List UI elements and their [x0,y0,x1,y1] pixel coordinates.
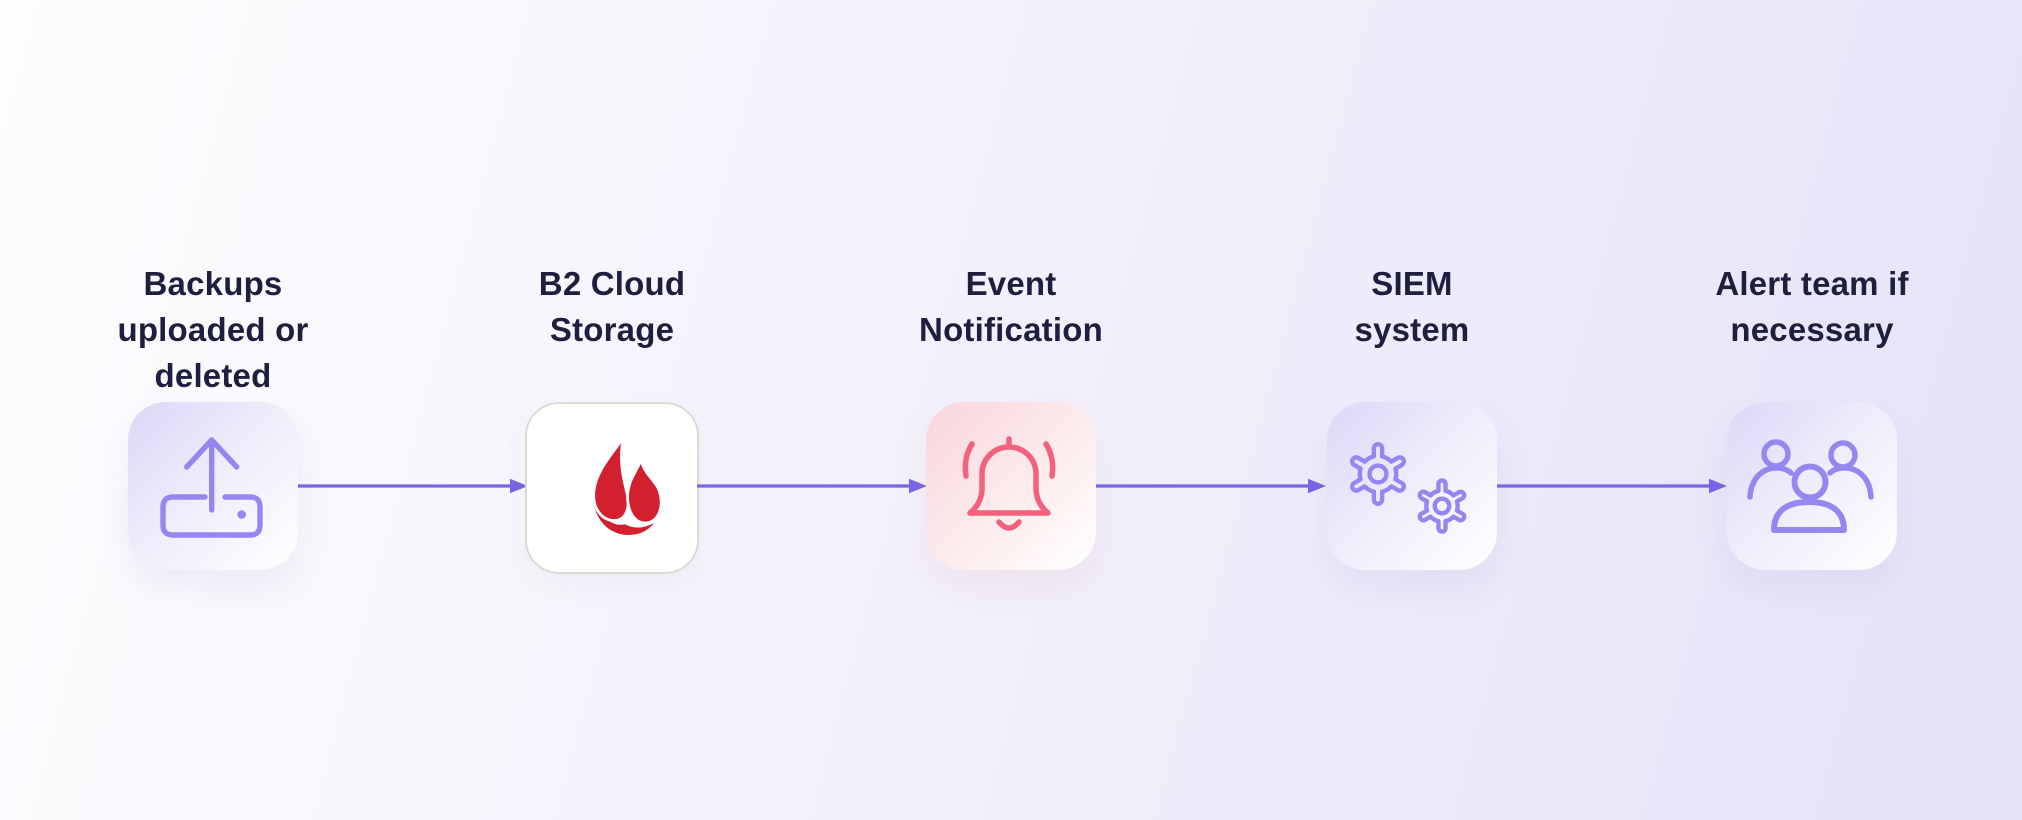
step-card-siem [1327,402,1497,570]
arrow-connector [697,474,927,498]
step-title: Backups uploaded or deleted [73,261,353,399]
upload-icon [160,437,263,538]
step-card-b2 [525,402,699,574]
step-title: Alert team if necessary [1672,261,1952,399]
arrow-connector [298,474,528,498]
step-card-alert-team [1727,402,1897,570]
team-icon [1747,439,1874,533]
right-arrow-icon [298,478,528,494]
step-title: Event Notification [871,261,1151,399]
step-title-line: Alert team if [1715,265,1909,302]
step-title: B2 Cloud Storage [472,261,752,399]
bell-icon [962,436,1056,531]
flow-step-backups: Backups uploaded or deleted [73,261,353,570]
arrow-connector [1096,474,1326,498]
right-arrow-icon [1096,478,1326,494]
step-title-line: uploaded or [117,311,309,348]
step-title-line: Storage [549,311,675,348]
arrow-connector [1497,474,1727,498]
step-title: SIEM system [1272,261,1552,399]
step-title-line: SIEM [1371,265,1453,302]
step-title-line: B2 Cloud [538,265,686,302]
step-title-line: necessary [1730,311,1894,348]
step-card-event-notification [926,402,1096,570]
step-title-line: system [1354,311,1470,348]
right-arrow-icon [697,478,927,494]
flow-step-siem-system: SIEM system [1272,261,1552,570]
flow-step-b2-cloud-storage: B2 Cloud Storage [472,261,752,574]
flow-step-alert-team: Alert team if necessary [1672,261,1952,570]
backblaze-flame-icon [590,436,663,538]
step-title-line: Backups [143,265,283,302]
step-title-line: deleted [154,357,272,394]
step-title-line: Event [965,265,1057,302]
right-arrow-icon [1497,478,1727,494]
gears-icon [1327,402,1497,570]
step-card-backups [128,402,298,570]
flow-step-event-notification: Event Notification [871,261,1151,570]
step-title-line: Notification [919,311,1103,348]
